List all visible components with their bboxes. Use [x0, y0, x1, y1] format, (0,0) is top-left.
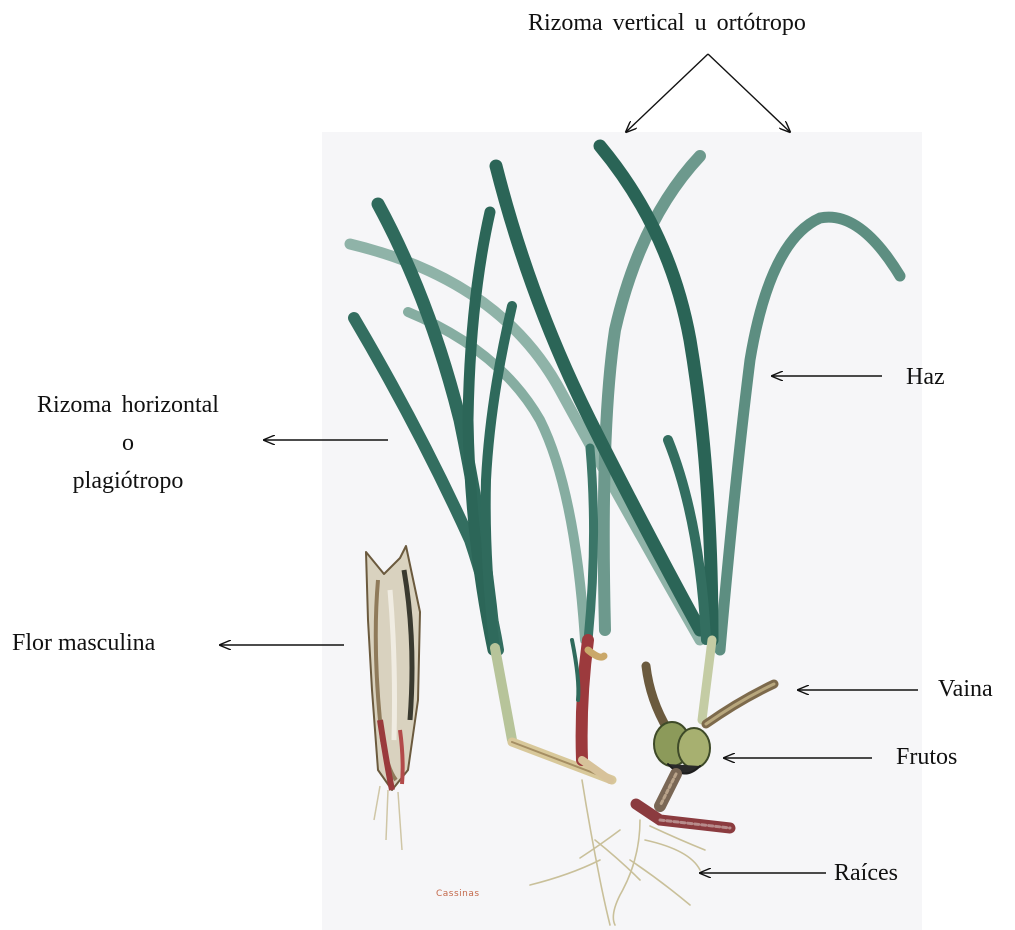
label-raices: Raíces	[834, 860, 898, 887]
label-rizoma-horizontal-line2: o	[12, 424, 244, 462]
label-frutos: Frutos	[896, 744, 957, 771]
label-rizoma-horizontal: Rizoma horizontal o plagiótropo	[12, 386, 244, 500]
label-rizoma-vertical: Rizoma vertical u ortótropo	[528, 10, 806, 37]
artist-signature: Cassinas	[436, 889, 480, 899]
label-rizoma-horizontal-line3: plagiótropo	[12, 462, 244, 500]
illustration-background	[322, 132, 922, 930]
fruit-right	[678, 728, 710, 768]
label-vaina: Vaina	[938, 676, 993, 703]
label-haz: Haz	[906, 364, 945, 391]
arrow-top-right	[708, 54, 790, 132]
arrow-top-left	[626, 54, 708, 132]
label-rizoma-horizontal-line1: Rizoma horizontal	[12, 386, 244, 424]
label-flor-masculina: Flor masculina	[12, 630, 155, 657]
